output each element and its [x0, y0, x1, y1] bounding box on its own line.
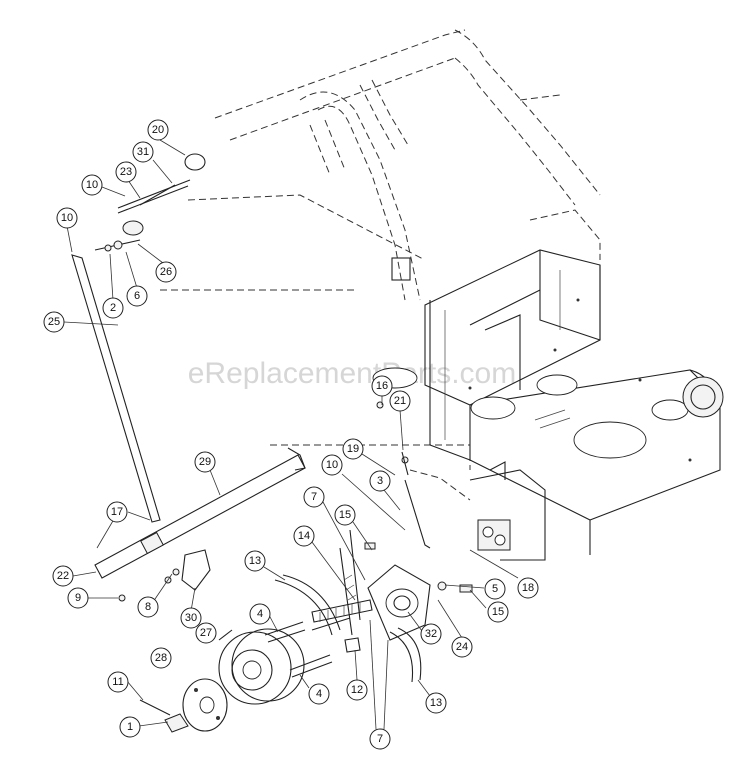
callout-label: 6 [134, 290, 140, 302]
callout-label: 25 [48, 316, 60, 328]
callout-21: 21 [389, 390, 411, 412]
callout-7: 7 [303, 486, 325, 508]
callout-10: 10 [56, 207, 78, 229]
handle-frame-dashed [160, 29, 601, 501]
callout-14: 14 [293, 525, 315, 547]
callout-label: 15 [339, 509, 351, 521]
callout-9: 9 [67, 587, 89, 609]
callout-24: 24 [451, 636, 473, 658]
callout-6: 6 [126, 285, 148, 307]
callout-25: 25 [43, 311, 65, 333]
callout-label: 2 [110, 302, 116, 314]
brake-shoe-lower [397, 627, 422, 681]
callout-3: 3 [369, 470, 391, 492]
callout-29: 29 [194, 451, 216, 473]
callout-15: 15 [487, 601, 509, 623]
callout-label: 22 [57, 570, 69, 582]
callout-4: 4 [308, 683, 330, 705]
callout-label: 24 [456, 641, 468, 653]
callout-label: 4 [316, 688, 322, 700]
callout-label: 16 [376, 380, 388, 392]
callout-label: 13 [249, 555, 261, 567]
callout-label: 11 [112, 676, 123, 688]
callout-label: 14 [298, 530, 310, 542]
callout-18: 18 [517, 577, 539, 599]
callout-label: 10 [326, 459, 338, 471]
callout-30: 30 [180, 607, 202, 629]
callout-label: 15 [492, 606, 504, 618]
rod-25 [71, 254, 161, 523]
nut-1 [164, 713, 189, 733]
callout-label: 30 [185, 612, 197, 624]
callout-23: 23 [115, 161, 137, 183]
callout-label: 18 [522, 582, 534, 594]
chassis [372, 249, 724, 561]
callout-label: 1 [127, 721, 133, 733]
callout-5: 5 [484, 578, 506, 600]
callout-label: 10 [61, 212, 73, 224]
callout-label: 20 [152, 124, 164, 136]
callout-2: 2 [102, 297, 124, 319]
callout-28: 28 [150, 647, 172, 669]
callout-10: 10 [321, 454, 343, 476]
callout-label: 32 [425, 628, 437, 640]
callout-11: 11 [107, 671, 129, 693]
callout-13: 13 [425, 692, 447, 714]
brake-drum-27 [218, 631, 292, 705]
callout-32: 32 [420, 623, 442, 645]
callout-label: 5 [492, 583, 498, 595]
callout-label: 31 [137, 146, 149, 158]
callout-4: 4 [249, 603, 271, 625]
linkage-parts [71, 153, 473, 602]
handle-bracket [391, 257, 411, 281]
callout-label: 3 [377, 475, 383, 487]
callout-label: 21 [394, 395, 406, 407]
callout-label: 8 [145, 601, 151, 613]
stud-4b [289, 654, 333, 678]
callout-label: 17 [111, 506, 123, 518]
bolt-11 [139, 699, 171, 716]
shaft-29 [94, 454, 306, 579]
bracket-30 [181, 549, 211, 591]
callout-27: 27 [195, 622, 217, 644]
callout-12: 12 [346, 679, 368, 701]
callout-7: 7 [369, 728, 391, 750]
callout-label: 27 [200, 627, 212, 639]
watermark-text: eReplacementParts.com [188, 357, 516, 390]
callout-label: 7 [377, 733, 383, 745]
callout-20: 20 [147, 119, 169, 141]
callout-19: 19 [342, 438, 364, 460]
callout-8: 8 [137, 596, 159, 618]
callout-26: 26 [155, 261, 177, 283]
callout-16: 16 [371, 375, 393, 397]
leader-lines [63, 139, 519, 730]
callout-label: 23 [120, 166, 132, 178]
callout-15: 15 [334, 504, 356, 526]
callout-13: 13 [244, 550, 266, 572]
brake-assembly [139, 529, 431, 733]
callout-label: 13 [430, 697, 442, 709]
callout-label: 10 [86, 179, 98, 191]
callout-31: 31 [132, 141, 154, 163]
callout-label: 9 [75, 592, 81, 604]
backing-plate-32 [367, 564, 431, 641]
callout-label: 7 [311, 491, 317, 503]
callout-1: 1 [119, 716, 141, 738]
stud-4a [264, 621, 306, 643]
callout-10: 10 [81, 174, 103, 196]
callout-label: 26 [160, 266, 172, 278]
callout-label: 28 [155, 652, 167, 664]
callout-label: 4 [257, 608, 263, 620]
brake-shoe-upper [282, 574, 341, 631]
callout-label: 29 [199, 456, 211, 468]
callout-label: 19 [347, 443, 359, 455]
callout-22: 22 [52, 565, 74, 587]
callout-17: 17 [106, 501, 128, 523]
hub-28 [182, 678, 228, 732]
callout-label: 12 [351, 684, 363, 696]
